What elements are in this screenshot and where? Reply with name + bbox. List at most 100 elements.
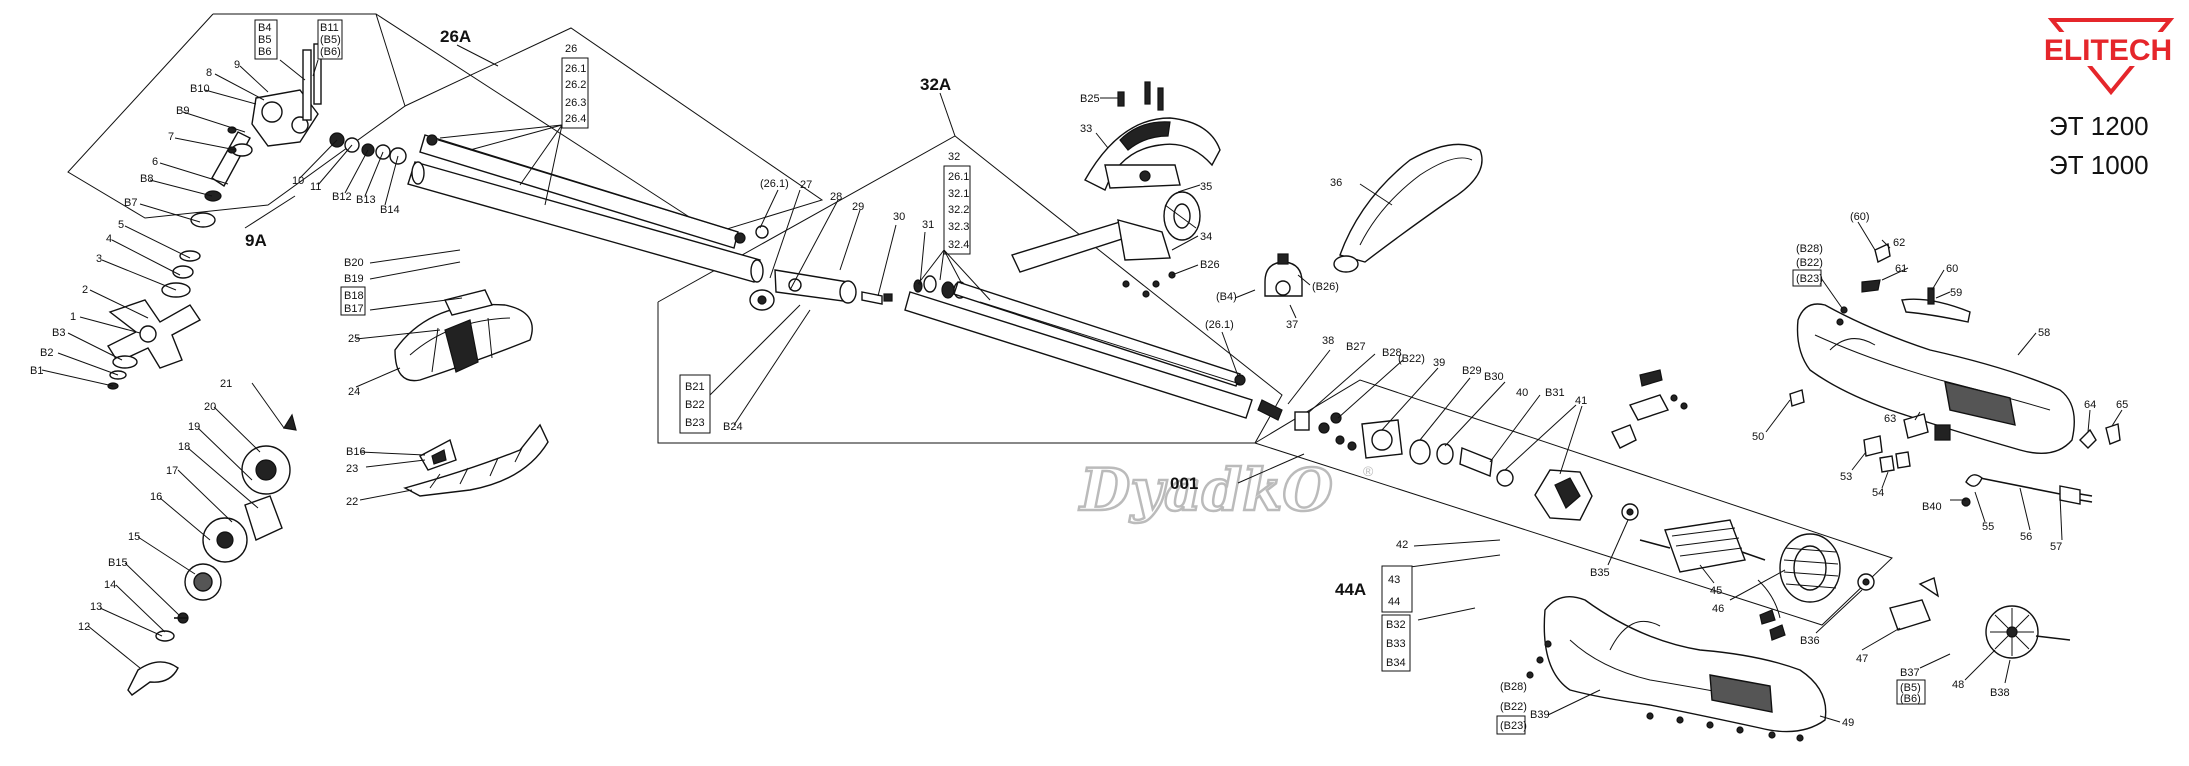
part-label: B13 — [356, 194, 376, 206]
housing-left — [1526, 596, 1827, 742]
svg-text:26.1: 26.1 — [565, 63, 586, 75]
stack-p26: 26 26.1 26.2 26.3 26.4 — [439, 43, 589, 206]
svg-text:(B5): (B5) — [1900, 682, 1921, 694]
part-label: 38 — [1322, 335, 1334, 347]
svg-text:B32: B32 — [1386, 619, 1406, 631]
group-outlines — [67, 13, 1893, 626]
svg-text:B23: B23 — [685, 417, 705, 429]
svg-text:B4: B4 — [258, 22, 271, 34]
group-label-9a: 9A — [245, 231, 267, 250]
part-label: 53 — [1840, 471, 1852, 483]
part-label: 40 — [1516, 387, 1528, 399]
part-label: 22 — [346, 496, 358, 508]
part-label: B39 — [1530, 709, 1550, 721]
part-label: 34 — [1200, 231, 1212, 243]
part-label: 31 — [922, 219, 934, 231]
part-label: 55 — [1982, 521, 1994, 533]
part-label: B15 — [108, 557, 128, 569]
watermark: DyadkO ® — [1077, 455, 1374, 526]
part-label: 23 — [346, 463, 358, 475]
part-label: 18 — [178, 441, 190, 453]
svg-text:B5: B5 — [258, 34, 271, 46]
part-label: 36 — [1330, 177, 1342, 189]
part-label: B38 — [1990, 687, 2010, 699]
part-label: B8 — [140, 173, 153, 185]
stack-p32: 32 26.1 32.1 32.2 32.3 32.4 — [917, 151, 991, 301]
group-label-001: 001 — [1170, 474, 1198, 493]
part-label: 15 — [128, 531, 140, 543]
part-label: B35 — [1590, 567, 1610, 579]
part-label: B12 — [332, 191, 352, 203]
part-label: (B4) — [1216, 291, 1237, 303]
svg-text:B20: B20 — [344, 257, 364, 269]
brand-logo: ELITECH — [2034, 18, 2182, 96]
part-label: 37 — [1286, 319, 1298, 331]
part-label: (26.1) — [1205, 319, 1234, 331]
part-label: 45 — [1710, 585, 1722, 597]
part-label: B2 — [40, 347, 53, 359]
part-label: B1 — [30, 365, 43, 377]
svg-text:32.2: 32.2 — [948, 204, 969, 216]
part-label: 41 — [1575, 395, 1587, 407]
part-label: 64 — [2084, 399, 2096, 411]
strap-clamp: (B4) (B26) 37 — [1216, 253, 1339, 331]
part-label: 47 — [1856, 653, 1868, 665]
part-label: 54 — [1872, 487, 1884, 499]
stack-b28: (B28) (B22) (B23) — [1792, 243, 1843, 309]
part-label: 9 — [234, 59, 240, 71]
stack-p43: 43 44 — [1381, 565, 1413, 613]
part-label: 8 — [206, 67, 212, 79]
part-label: (60) — [1850, 211, 1870, 223]
part-label: 28 — [830, 191, 842, 203]
part-label: B40 — [1922, 501, 1942, 513]
svg-text:32.1: 32.1 — [948, 188, 969, 200]
part-label: 13 — [90, 601, 102, 613]
part-label: B25 — [1080, 93, 1100, 105]
part-label: 7 — [168, 131, 174, 143]
part-label: B31 — [1545, 387, 1565, 399]
svg-text:B17: B17 — [344, 303, 364, 315]
svg-text:26.2: 26.2 — [565, 79, 586, 91]
lower-shaft — [904, 281, 1253, 419]
part-label: 62 — [1893, 237, 1905, 249]
svg-text:B18: B18 — [344, 290, 364, 302]
svg-text:(B6): (B6) — [1900, 693, 1921, 705]
svg-text:B22: B22 — [685, 399, 705, 411]
part-label: 12 — [78, 621, 90, 633]
guard-assembly — [127, 289, 549, 696]
part-label: B10 — [190, 83, 210, 95]
part-label: 1 — [70, 311, 76, 323]
part-label: B16 — [346, 446, 366, 458]
svg-text:B37: B37 — [1900, 667, 1920, 679]
part-label: 11 — [310, 181, 321, 193]
brand-name: ELITECH — [2044, 34, 2172, 67]
svg-text:32: 32 — [948, 151, 960, 163]
part-label: 17 — [166, 465, 178, 477]
svg-text:B19: B19 — [344, 273, 364, 285]
svg-text:44: 44 — [1388, 596, 1400, 608]
part-label: B9 — [176, 105, 189, 117]
stack-b32: B32 B33 B34 — [1381, 614, 1411, 672]
part-label: B28 — [1382, 347, 1402, 359]
stack-b37: B37 (B5) (B6) — [1896, 667, 1926, 705]
watermark-text: DyadkO — [1078, 456, 1333, 524]
part-label: B24 — [723, 421, 743, 433]
part-label: 50 — [1752, 431, 1764, 443]
part-label: 19 — [188, 421, 200, 433]
model-name-1: ЭТ 1200 — [2049, 111, 2149, 141]
part-label: 16 — [150, 491, 162, 503]
trimmer-head-assembly — [106, 43, 407, 390]
svg-text:26.1: 26.1 — [948, 171, 969, 183]
part-label: 10 — [292, 175, 304, 187]
housing-right — [1789, 242, 2121, 507]
part-label: 65 — [2116, 399, 2128, 411]
svg-text:(B22): (B22) — [1796, 257, 1823, 269]
svg-text:(B23): (B23) — [1500, 720, 1527, 732]
stack-b11: B11 (B5) (B6) — [317, 19, 343, 60]
part-label: (B22) — [1398, 353, 1425, 365]
part-label: 33 — [1080, 123, 1092, 135]
svg-text:B6: B6 — [258, 46, 271, 58]
part-label: 57 — [2050, 541, 2062, 553]
part-label: 46 — [1712, 603, 1724, 615]
group-label-44a: 44A — [1335, 580, 1366, 599]
